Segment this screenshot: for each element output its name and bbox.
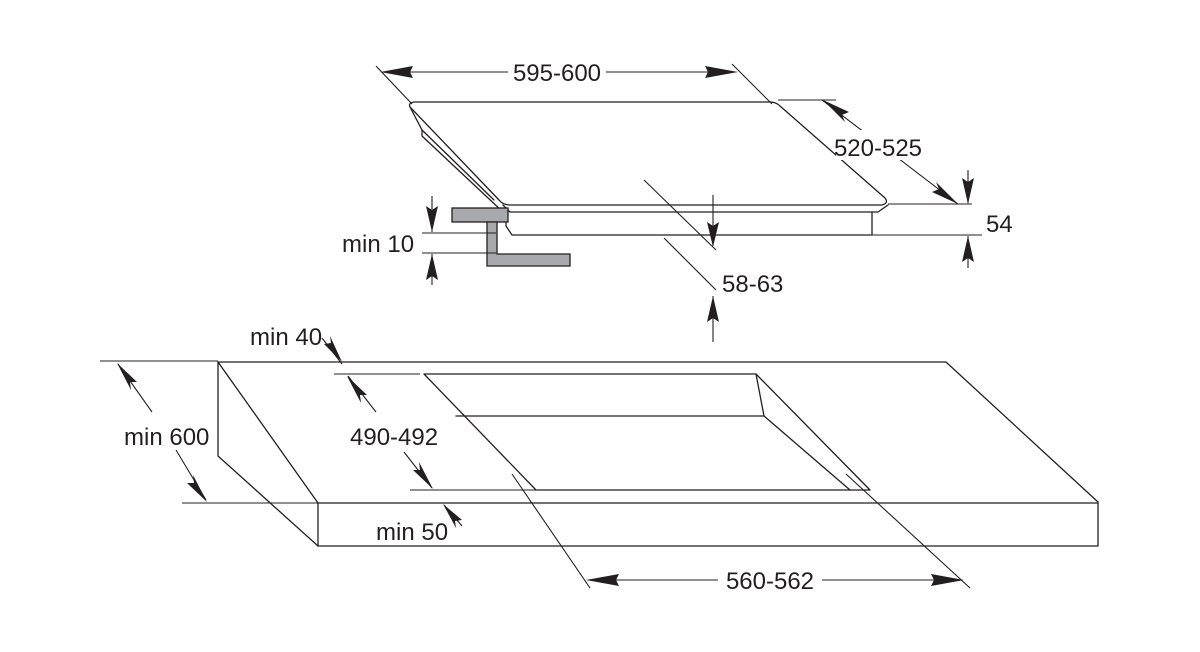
arrow-up [823, 100, 849, 122]
arrow-left [380, 66, 413, 78]
label-hob-width: 595-600 [513, 60, 601, 87]
label-min-back-margin: min 40 [250, 324, 322, 351]
dimension-hob-depth: 520-525 [778, 99, 972, 205]
arrow-down [413, 462, 433, 489]
dimension-min-front-margin: min 50 [376, 504, 463, 546]
arrow-down [962, 178, 974, 204]
arrow-up [962, 236, 974, 262]
arrow-left [586, 574, 619, 586]
dimension-cutout-width: 560-562 [511, 473, 971, 595]
dimension-hob-width: 595-600 [375, 60, 773, 105]
arrow-down [932, 182, 958, 204]
label-hob-height: 54 [986, 211, 1013, 238]
label-cutout-depth: 490-492 [350, 424, 438, 451]
arrow-up [443, 504, 462, 528]
label-cutout-width: 560-562 [726, 568, 814, 595]
dimension-min-clearance: min 10 [342, 196, 496, 285]
arrow-down [707, 222, 719, 247]
dimension-worktop-depth: min 600 [100, 360, 318, 504]
label-hob-depth: 520-525 [834, 135, 922, 162]
arrow-up [707, 296, 719, 322]
label-install-depth: 58-63 [722, 271, 783, 298]
dimension-cutout-depth: 490-492 [334, 373, 536, 491]
arrow-up [347, 376, 367, 403]
arrow-right [931, 574, 964, 586]
dimension-hob-height: 54 [872, 170, 1013, 268]
label-min-front-margin: min 50 [376, 519, 448, 546]
arrow-down [324, 336, 342, 362]
label-worktop-depth: min 600 [124, 424, 209, 451]
dimension-min-back-margin: min 40 [250, 324, 343, 365]
arrow-right [705, 66, 738, 78]
arrow-down [187, 475, 207, 502]
dimension-install-depth: 58-63 [643, 179, 783, 342]
label-min-clearance: min 10 [342, 231, 414, 258]
mounting-bracket [451, 207, 571, 267]
cutout-opening [423, 373, 871, 491]
worktop [217, 361, 1099, 547]
arrow-up [426, 254, 438, 280]
hob-glass-top [408, 101, 888, 213]
arrow-down [426, 206, 438, 232]
arrow-up [117, 363, 137, 390]
